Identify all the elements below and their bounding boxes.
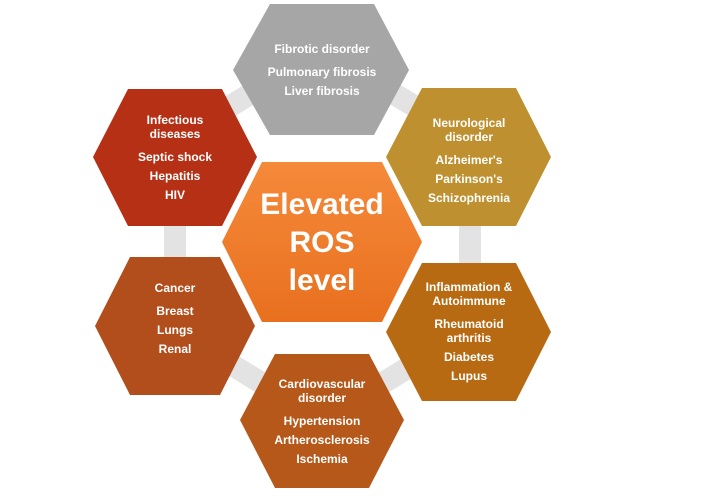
node-item: Ischemia — [296, 451, 348, 466]
hex-fibrotic — [233, 4, 409, 135]
hex-cardiovascular — [240, 354, 404, 488]
node-title: Infectious diseases — [146, 113, 204, 141]
hex-inflammation — [386, 263, 551, 401]
node-inflammation: Inflammation & Autoimmune Rheumatoid art… — [402, 270, 536, 392]
node-title: Cancer — [154, 280, 196, 295]
hex-center — [222, 162, 422, 322]
node-cardiovascular: Cardiovascular disorder Hypertension Art… — [255, 366, 389, 476]
node-title: Cardiovascular disorder — [278, 376, 366, 405]
node-title: Fibrotic disorder — [274, 42, 370, 56]
node-infectious: Infectious diseases Septic shock Hepatit… — [108, 105, 242, 210]
node-item: Lupus — [451, 368, 487, 383]
node-item: Pulmonary fibrosis — [267, 65, 377, 79]
node-item: Lungs — [157, 322, 193, 337]
node-fibrotic: Fibrotic disorder Pulmonary fibrosis Liv… — [253, 30, 391, 110]
node-title: Neurological disorder — [432, 115, 506, 144]
node-item: Parkinson's — [435, 171, 503, 186]
node-item: Hepatitis — [149, 169, 201, 183]
node-item: Renal — [158, 341, 192, 356]
center-line: ROS — [289, 225, 355, 259]
node-item: Liver fibrosis — [284, 84, 360, 98]
center-line: Elevated — [260, 187, 384, 221]
node-item: Hypertension — [283, 413, 361, 428]
node-item: Artherosclerosis — [274, 432, 370, 447]
node-item: Rheumatoid arthritis — [434, 316, 504, 345]
node-neurological: Neurological disorder Alzheimer's Parkin… — [402, 105, 536, 215]
hex-cancer — [95, 257, 255, 395]
center-line: level — [288, 263, 356, 297]
hex-infectious — [93, 89, 257, 226]
node-item: Alzheimer's — [435, 152, 503, 167]
node-cancer: Cancer Breast Lungs Renal — [110, 276, 240, 360]
node-item: HIV — [164, 188, 185, 202]
hex-neurological — [386, 88, 551, 226]
center-label: Elevated ROS level — [222, 175, 422, 310]
node-title: Inflammation & Autoimmune — [425, 279, 513, 308]
node-item: Breast — [156, 303, 194, 318]
node-item: Septic shock — [137, 150, 213, 164]
node-item: Schizophrenia — [427, 190, 510, 205]
node-item: Diabetes — [443, 349, 495, 364]
